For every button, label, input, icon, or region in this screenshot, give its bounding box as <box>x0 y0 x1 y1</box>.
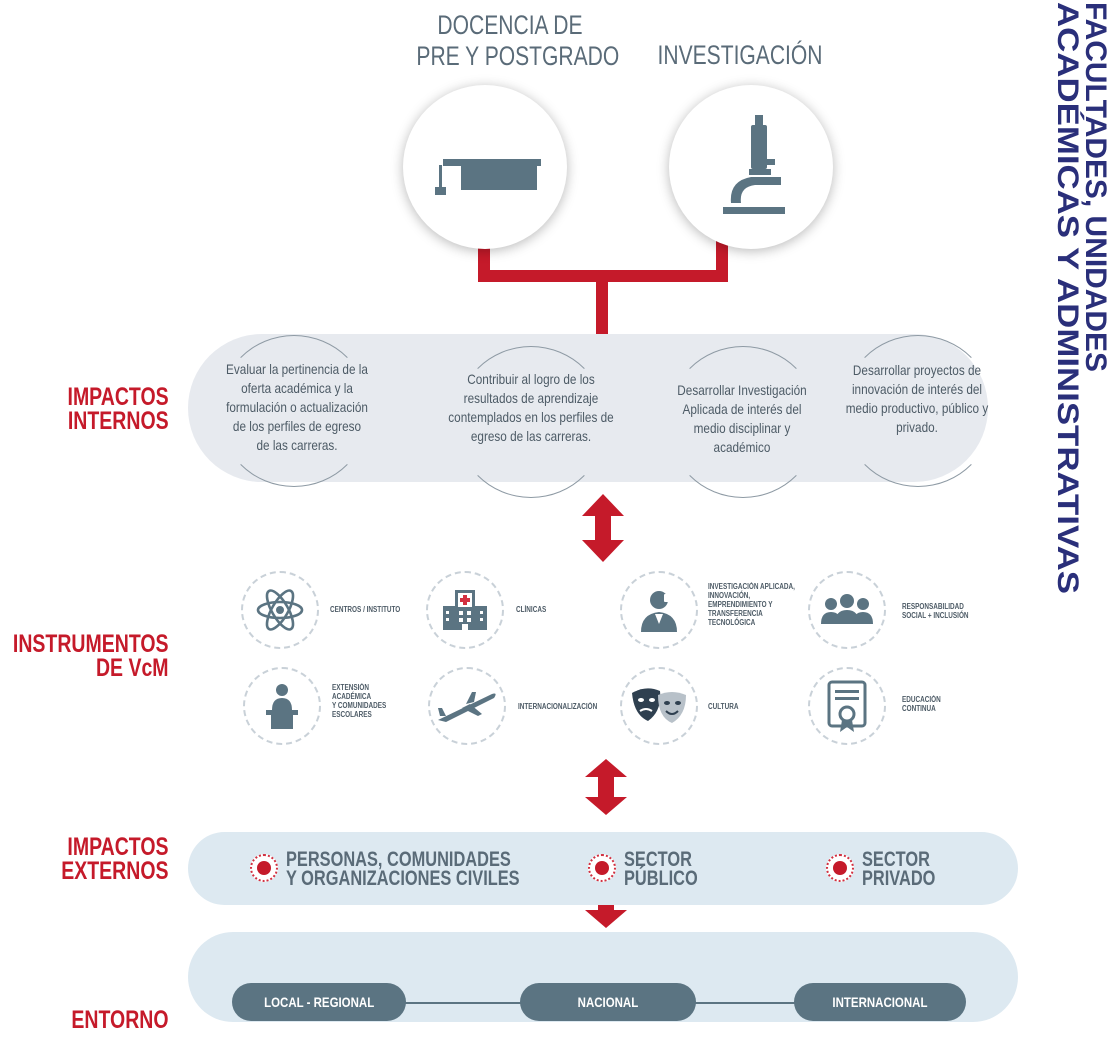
people-group-icon <box>821 594 873 624</box>
internal-arc-4 <box>842 335 994 487</box>
label-impactos-internos: IMPACTOS INTERNOS <box>67 383 169 435</box>
external-impact-1-line1: PERSONAS, COMUNIDADES <box>286 848 511 871</box>
instrument-cultura <box>620 667 698 745</box>
instrument-extension-line3: Y COMUNIDADES <box>332 701 387 710</box>
investigacion-title-text: INVESTIGACIÓN <box>657 40 823 70</box>
instrument-educacion <box>808 667 886 745</box>
internal-impact-3: Desarrollar Investigación Aplicada de in… <box>660 381 824 457</box>
instrument-educacion-line2: CONTINUA <box>902 704 936 713</box>
internal-impact-4: Desarrollar proyectos de innovación de i… <box>832 361 1002 437</box>
instrument-investigacion <box>620 571 698 649</box>
hospital-icon <box>443 590 487 630</box>
side-title-line2: ACADÉMICAS Y ADMINISTRATIVAS <box>1051 2 1085 594</box>
instrument-extension-line1: EXTENSIÓN <box>332 683 369 692</box>
docencia-title: DOCENCIA DE PRE Y POSTGRADO <box>416 10 620 72</box>
docencia-title-line2: PRE Y POSTGRADO <box>416 41 620 71</box>
instrument-extension <box>243 667 321 745</box>
instrument-clinicas-label-text: CLÍNICAS <box>516 605 547 614</box>
external-impact-2-line2: PÚBLICO <box>624 867 698 890</box>
instrument-responsabilidad-line2: SOCIAL + INCLUSIÓN <box>902 611 969 620</box>
investigacion-circle <box>669 85 833 249</box>
instrument-investigacion-line2: INNOVACIÓN, <box>708 591 751 600</box>
entorno-local-regional: LOCAL - REGIONAL <box>232 983 406 1021</box>
docencia-title-line1: DOCENCIA DE <box>437 10 583 40</box>
instrument-centros <box>241 571 319 649</box>
instrument-extension-line2: ACADÉMICA <box>332 692 372 701</box>
speaker-podium-icon <box>266 684 298 729</box>
instrument-investigacion-label: INVESTIGACIÓN APLICADA, INNOVACIÓN, EMPR… <box>708 582 795 627</box>
instrument-investigacion-line4: TRANSFERENCIA <box>708 609 763 618</box>
label-instrumentos-line2: DE VcM <box>96 654 169 682</box>
entorno-nacional: NACIONAL <box>520 983 696 1021</box>
external-dot-1 <box>250 854 278 882</box>
internal-arc-2 <box>455 346 607 498</box>
label-impactos-externos-line2: EXTERNOS <box>61 857 169 885</box>
instrument-educacion-line1: EDUCACIÓN <box>902 695 941 704</box>
theater-masks-icon <box>632 688 686 723</box>
side-title: FACULTADES, UNIDADES ACADÉMICAS Y ADMINI… <box>1051 2 1112 594</box>
external-impact-2-line1: SECTOR <box>624 848 692 871</box>
label-impactos-externos-line1: IMPACTOS <box>67 833 169 861</box>
external-impact-1: PERSONAS, COMUNIDADES Y ORGANIZACIONES C… <box>286 848 520 890</box>
instrument-educacion-label: EDUCACIÓN CONTINUA <box>902 695 941 713</box>
label-instrumentos: INSTRUMENTOS DE VcM <box>13 630 169 682</box>
entorno-local-regional-text: LOCAL - REGIONAL <box>263 994 375 1010</box>
instrument-centros-label-text: CENTROS / INSTITUTO <box>330 605 401 614</box>
label-entorno: ENTORNO <box>71 1006 169 1034</box>
entorno-internacional-text: INTERNACIONAL <box>832 994 928 1010</box>
instrument-cultura-label: CULTURA <box>708 702 738 711</box>
docencia-circle <box>403 85 567 249</box>
instrument-cultura-text: CULTURA <box>708 702 739 711</box>
external-dot-3 <box>826 854 854 882</box>
instrument-responsabilidad <box>808 571 886 649</box>
atom-icon <box>256 589 304 631</box>
microscope-icon <box>723 115 785 214</box>
internal-arc-1 <box>218 335 370 487</box>
instrument-clinicas <box>426 571 504 649</box>
instrument-extension-line4: ESCOLARES <box>332 710 372 719</box>
label-impactos-externos: IMPACTOS EXTERNOS <box>61 833 169 885</box>
external-impact-3: SECTOR PRIVADO <box>862 848 936 890</box>
internal-impact-1-text: Evaluar la pertinencia de la oferta acad… <box>226 361 368 453</box>
side-title-line1: FACULTADES, UNIDADES <box>1079 2 1112 372</box>
scientist-icon <box>641 591 677 632</box>
external-impact-1-line2: Y ORGANIZACIONES CIVILES <box>286 867 520 890</box>
label-impactos-internos-line1: IMPACTOS <box>67 383 169 411</box>
internal-impact-4-text: Desarrollar proyectos de innovación de i… <box>845 362 989 435</box>
instrument-clinicas-label: CLÍNICAS <box>516 605 546 614</box>
internal-impact-2-text: Contribuir al logro de los resultados de… <box>448 371 614 444</box>
instrument-responsabilidad-line1: RESPONSABILIDAD <box>902 602 964 611</box>
internal-impact-3-text: Desarrollar Investigación Aplicada de in… <box>677 382 807 455</box>
instrument-investigacion-line5: TECNOLÓGICA <box>708 618 756 627</box>
investigacion-title: INVESTIGACIÓN <box>646 40 833 71</box>
certificate-icon <box>827 680 867 732</box>
instrument-internacionalizacion <box>428 667 506 745</box>
external-impact-2: SECTOR PÚBLICO <box>624 848 698 890</box>
graduation-cap-icon <box>435 159 541 195</box>
internal-arc-3 <box>667 346 819 498</box>
entorno-nacional-text: NACIONAL <box>577 994 639 1010</box>
internal-impact-1: Evaluar la pertinencia de la oferta acad… <box>212 360 382 455</box>
top-connector <box>478 230 728 336</box>
instrument-centros-label: CENTROS / INSTITUTO <box>330 605 400 614</box>
instrument-responsabilidad-label: RESPONSABILIDAD SOCIAL + INCLUSIÓN <box>902 602 969 620</box>
label-impactos-internos-line2: INTERNOS <box>68 407 169 435</box>
instrument-investigacion-line3: EMPRENDIMIENTO Y <box>708 600 773 609</box>
external-impact-3-line2: PRIVADO <box>862 867 936 890</box>
instrument-internacionalizacion-text: INTERNACIONALIZACIÓN <box>518 702 598 711</box>
external-dot-2 <box>588 854 616 882</box>
double-arrow-1 <box>582 494 624 562</box>
label-instrumentos-line1: INSTRUMENTOS <box>13 630 169 658</box>
instrument-internacionalizacion-label: INTERNACIONALIZACIÓN <box>518 702 597 711</box>
airplane-icon <box>438 692 496 722</box>
label-entorno-text: ENTORNO <box>71 1006 169 1034</box>
instrument-investigacion-line1: INVESTIGACIÓN APLICADA, <box>708 582 795 591</box>
internal-impact-2: Contribuir al logro de los resultados de… <box>425 370 637 446</box>
external-impact-3-line1: SECTOR <box>862 848 930 871</box>
double-arrow-2 <box>585 759 627 815</box>
entorno-internacional: INTERNACIONAL <box>794 983 966 1021</box>
instrument-extension-label: EXTENSIÓN ACADÉMICA Y COMUNIDADES ESCOLA… <box>332 683 386 719</box>
